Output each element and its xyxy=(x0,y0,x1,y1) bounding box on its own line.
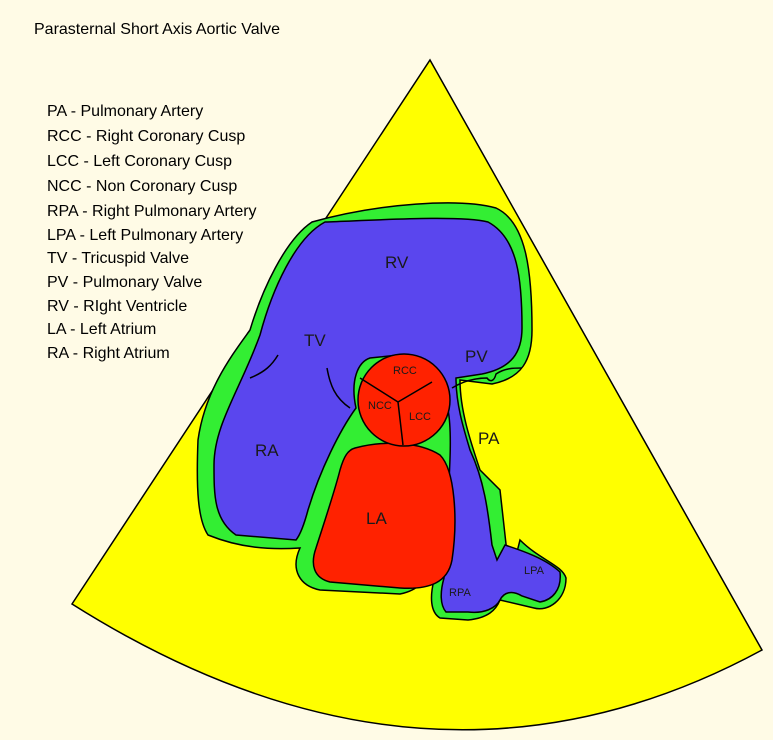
label-lpa: LPA xyxy=(524,565,545,577)
legend-item: TV - Tricuspid Valve xyxy=(47,250,189,267)
pulmonary-valve-leaflet-lines xyxy=(451,367,523,389)
legend-item: LA - Left Atrium xyxy=(47,321,156,338)
label-rv: RV xyxy=(385,253,409,272)
label-la: LA xyxy=(366,509,387,528)
label-ra: RA xyxy=(255,441,279,460)
label-tv: TV xyxy=(304,331,326,350)
label-pa: PA xyxy=(478,429,500,448)
legend-item: RA - Right Atrium xyxy=(47,345,170,362)
legend-item: LPA - Left Pulmonary Artery xyxy=(47,227,243,244)
aortic-cusp-lines xyxy=(359,377,433,446)
label-rpa: RPA xyxy=(449,587,471,599)
legend-item: PV - Pulmonary Valve xyxy=(47,274,202,291)
legend-item: RCC - Right Coronary Cusp xyxy=(47,128,245,145)
left-atrium-chamber xyxy=(312,442,456,590)
aortic-valve xyxy=(357,353,451,447)
label-rcc: RCC xyxy=(393,365,417,377)
legend-item: LCC - Left Coronary Cusp xyxy=(47,153,232,170)
label-ncc: NCC xyxy=(368,400,392,412)
legend: PA - Pulmonary Artery RCC - Right Corona… xyxy=(47,103,257,362)
label-lcc: LCC xyxy=(409,411,431,423)
tricuspid-leaflet-lines xyxy=(249,354,351,409)
legend-item: RV - RIght Ventricle xyxy=(47,298,187,315)
label-pv: PV xyxy=(465,347,488,366)
legend-item: RPA - Right Pulmonary Artery xyxy=(47,203,257,220)
right-heart-chambers xyxy=(213,217,561,614)
legend-item: PA - Pulmonary Artery xyxy=(47,103,203,120)
legend-item: NCC - Non Coronary Cusp xyxy=(47,178,237,195)
diagram-title: Parasternal Short Axis Aortic Valve xyxy=(34,21,280,38)
